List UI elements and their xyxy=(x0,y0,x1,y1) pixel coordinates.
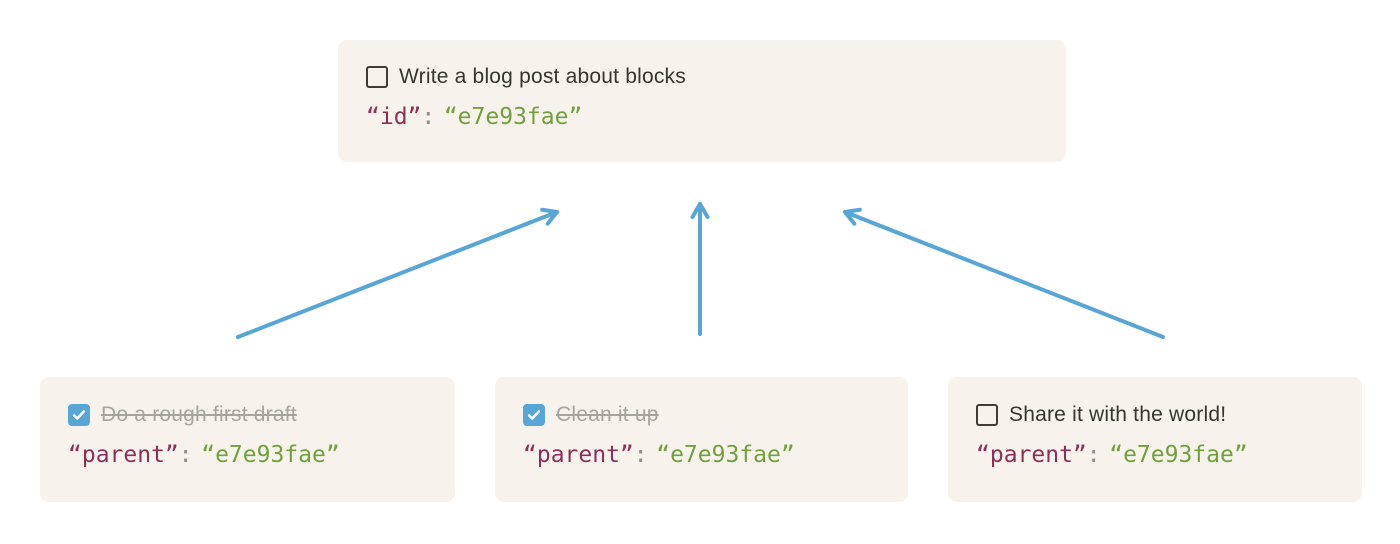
code-value: “e7e93fae” xyxy=(656,442,795,468)
block-parent-code: “parent”: “e7e93fae” xyxy=(976,442,1334,468)
task-checkbox[interactable] xyxy=(523,404,545,426)
code-key: “parent” xyxy=(68,442,179,468)
block-parent-code: “parent”: “e7e93fae” xyxy=(68,442,427,468)
task-row: Share it with the world! xyxy=(976,403,1334,427)
task-checkbox[interactable] xyxy=(366,66,388,88)
task-row: Write a blog post about blocks xyxy=(366,65,1038,89)
code-separator: : xyxy=(1086,442,1101,468)
child-block-card: Share it with the world! “parent”: “e7e93… xyxy=(948,377,1362,502)
code-key: “parent” xyxy=(976,442,1087,468)
code-separator: : xyxy=(421,104,436,130)
checkmark-icon xyxy=(527,410,541,420)
child-block-card: Clean it up “parent”: “e7e93fae” xyxy=(495,377,908,502)
child3-to-parent-arrow-icon xyxy=(843,207,1165,339)
code-separator: : xyxy=(178,442,193,468)
child-block-card: Do a rough first draft “parent”: “e7e93fa… xyxy=(40,377,455,502)
code-value: “e7e93fae” xyxy=(1109,442,1248,468)
child1-to-parent-arrow-icon xyxy=(236,207,559,339)
code-separator: : xyxy=(633,442,648,468)
task-label: Do a rough first draft xyxy=(101,403,297,426)
task-label: Clean it up xyxy=(556,403,659,426)
block-id-code: “id”: “e7e93fae” xyxy=(366,104,1038,130)
code-value: “e7e93fae” xyxy=(443,104,583,130)
code-value: “e7e93fae” xyxy=(201,442,340,468)
task-row: Do a rough first draft xyxy=(68,403,427,427)
checkmark-icon xyxy=(72,410,86,420)
task-row: Clean it up xyxy=(523,403,880,427)
code-key: “id” xyxy=(366,104,422,130)
code-key: “parent” xyxy=(523,442,634,468)
parent-block-card: Write a blog post about blocks “id”: “e7e… xyxy=(338,40,1066,162)
block-parent-code: “parent”: “e7e93fae” xyxy=(523,442,880,468)
task-checkbox[interactable] xyxy=(68,404,90,426)
task-label: Write a blog post about blocks xyxy=(399,65,686,88)
task-label: Share it with the world! xyxy=(1009,403,1227,426)
task-checkbox[interactable] xyxy=(976,404,998,426)
